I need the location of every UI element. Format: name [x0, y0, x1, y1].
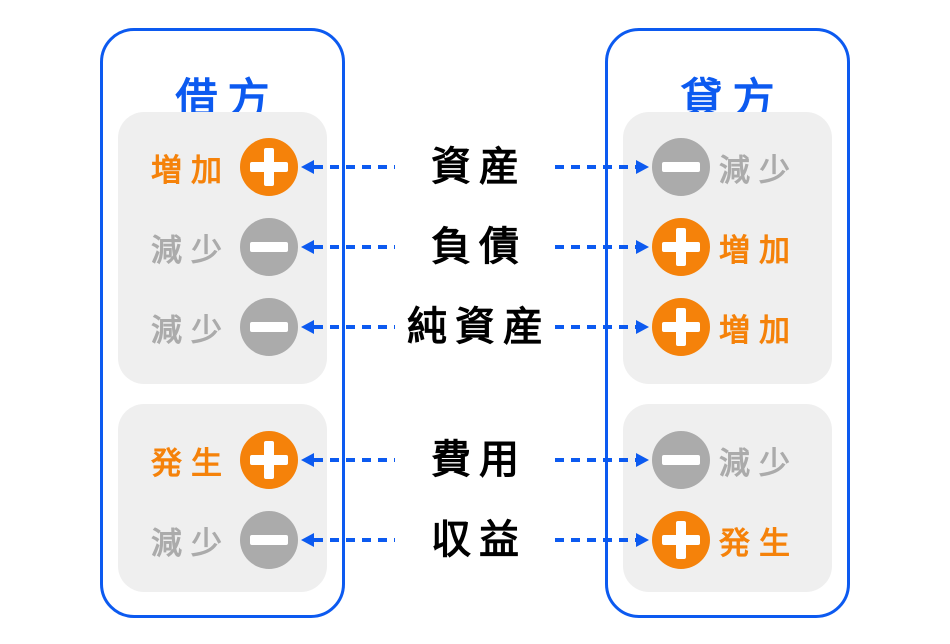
dashed-arrow-left: [301, 319, 395, 335]
change-label: 減少: [151, 232, 231, 268]
minus-icon: [240, 511, 298, 569]
debit-row-net-assets: 減少: [118, 298, 298, 356]
change-label: 減少: [719, 152, 799, 188]
change-label: 増加: [719, 232, 799, 268]
dashed-arrow-right: [555, 159, 649, 175]
plus-icon: [652, 511, 710, 569]
debit-row-revenue: 減少: [118, 511, 298, 569]
change-label: 増加: [719, 312, 799, 348]
account-label-assets: 資産: [431, 145, 527, 189]
plus-icon: [652, 298, 710, 356]
change-label: 減少: [151, 312, 231, 348]
dashed-arrow-right: [555, 452, 649, 468]
dashed-arrow-left: [301, 159, 395, 175]
minus-icon: [240, 298, 298, 356]
plus-icon: [652, 218, 710, 276]
dashed-arrow-left: [301, 532, 395, 548]
change-label: 減少: [719, 445, 799, 481]
credit-row-assets: 減少: [652, 138, 832, 196]
credit-income-group: [623, 404, 832, 592]
dashed-arrow-right: [555, 319, 649, 335]
account-label-net-assets: 純資産: [407, 305, 551, 349]
credit-row-revenue: 発生: [652, 511, 832, 569]
dashed-arrow-left: [301, 239, 395, 255]
credit-row-expenses: 減少: [652, 431, 832, 489]
credit-row-net-assets: 増加: [652, 298, 832, 356]
plus-icon: [240, 431, 298, 489]
account-label-revenue: 収益: [431, 518, 527, 562]
debit-row-liabilities: 減少: [118, 218, 298, 276]
dashed-arrow-left: [301, 452, 395, 468]
change-label: 発生: [719, 525, 799, 561]
dashed-arrow-right: [555, 239, 649, 255]
minus-icon: [652, 431, 710, 489]
debit-income-group: [118, 404, 327, 592]
account-label-liabilities: 負債: [431, 225, 527, 269]
minus-icon: [240, 218, 298, 276]
plus-icon: [240, 138, 298, 196]
change-label: 増加: [151, 152, 231, 188]
minus-icon: [652, 138, 710, 196]
debit-row-assets: 増加: [118, 138, 298, 196]
change-label: 発生: [151, 445, 231, 481]
debit-row-expenses: 発生: [118, 431, 298, 489]
change-label: 減少: [151, 525, 231, 561]
account-label-expenses: 費用: [431, 438, 527, 482]
credit-row-liabilities: 増加: [652, 218, 832, 276]
dashed-arrow-right: [555, 532, 649, 548]
